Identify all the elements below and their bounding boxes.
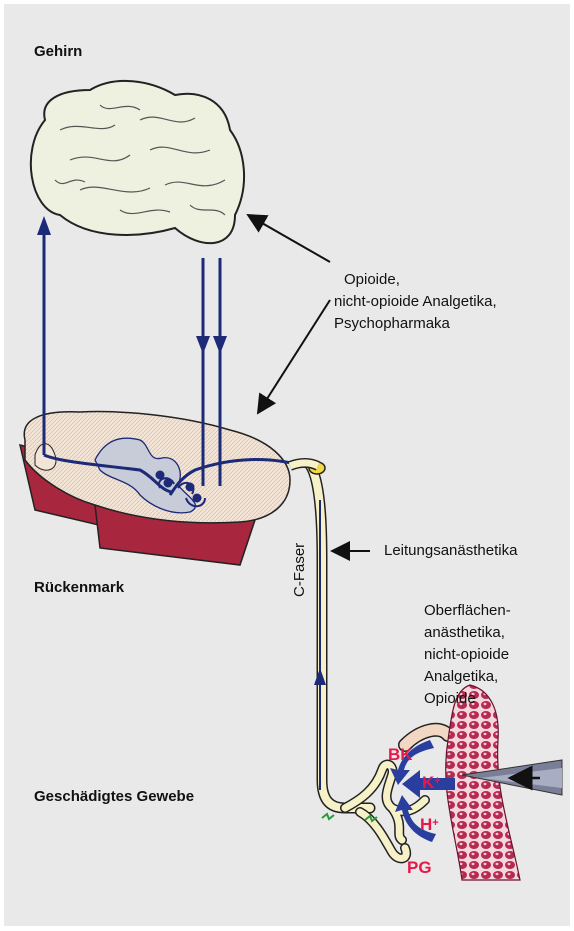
peripheral-drugs-line-4: Analgetika,: [424, 667, 498, 687]
brain-label: Gehirn: [34, 42, 82, 62]
mediator-h: H+: [420, 815, 439, 835]
central-drugs-line-3: Psychopharmaka: [334, 314, 450, 334]
mediator-k-symbol: K: [422, 773, 434, 792]
peripheral-drugs-line-3: nicht-opioide: [424, 645, 509, 665]
mediator-bk: BK: [388, 745, 413, 765]
descending-arrowhead-left: [196, 336, 210, 354]
peripheral-drugs-line-2: anästhetika,: [424, 623, 505, 643]
mediator-pg: PG: [407, 858, 432, 878]
brain-illustration: [31, 81, 244, 243]
peripheral-drugs-line-5: Opioide: [424, 689, 476, 709]
spinal-cord-illustration: [20, 412, 290, 565]
spinal-cord-label: Rückenmark: [34, 578, 124, 598]
central-drugs-line-1: Opioide,: [344, 270, 400, 290]
conduction-drugs-label: Leitungsanästhetika: [384, 541, 517, 561]
c-fiber-label: C-Faser: [290, 543, 310, 597]
ascending-arrowhead: [37, 216, 51, 235]
mediator-k: K+: [422, 773, 441, 793]
mediator-h-charge: +: [432, 817, 438, 829]
central-drugs-line-2: nicht-opioide Analgetika,: [334, 292, 497, 312]
mediator-k-charge: +: [434, 775, 440, 787]
descending-arrowhead-right: [213, 336, 227, 354]
c-fiber-nerve: [290, 462, 370, 808]
peripheral-drugs-line-1: Oberflächen-: [424, 601, 511, 621]
damaged-tissue-label: Geschädigtes Gewebe: [34, 787, 194, 807]
mediator-h-symbol: H: [420, 815, 432, 834]
